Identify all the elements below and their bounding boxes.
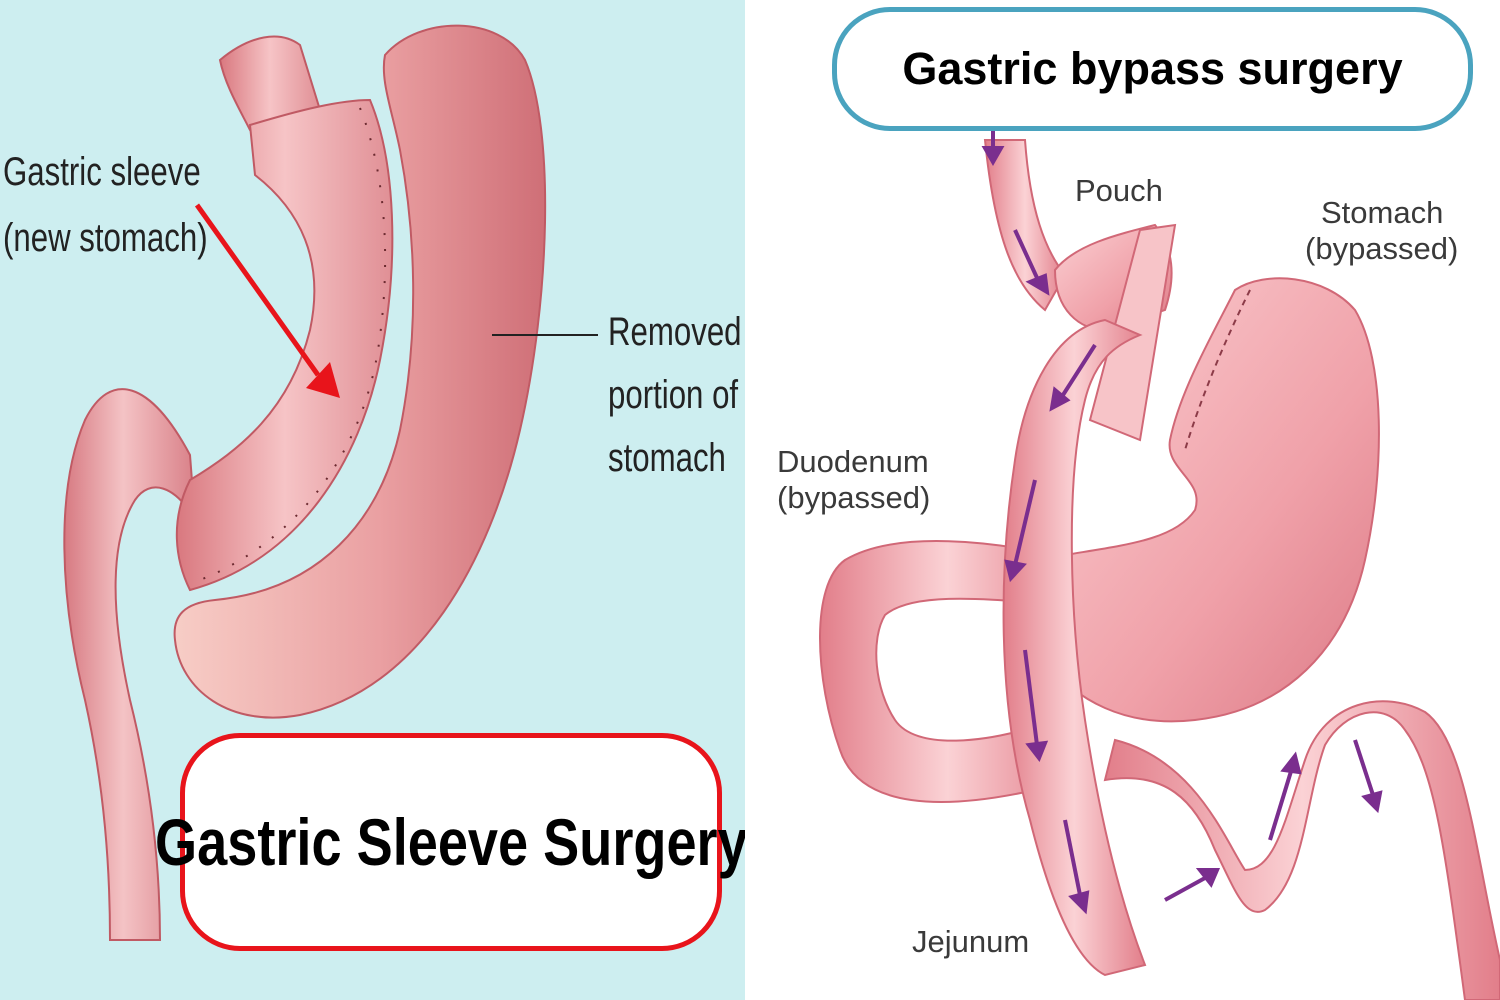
- label-stomach: stomach: [608, 436, 726, 480]
- label-jejunum: Jejunum: [912, 924, 1030, 959]
- label-new-stomach: (new stomach): [3, 216, 208, 260]
- sleeve-title-box: Gastric Sleeve Surgery: [155, 733, 745, 951]
- label-portion-of: portion of: [608, 373, 739, 417]
- bypass-title-box: Gastric bypass surgery: [832, 7, 1473, 131]
- bypass-title: Gastric bypass surgery: [902, 43, 1403, 94]
- sleeve-title: Gastric Sleeve Surgery: [154, 805, 745, 879]
- roux-limb-shape: [1002, 318, 1147, 977]
- bypassed-stomach-shape: [1043, 277, 1380, 723]
- gastric-bypass-panel: Gastric bypass surgery Pouch Stomach (by…: [745, 0, 1500, 1000]
- esophagus-shape: [983, 139, 1067, 312]
- gastric-sleeve-illustration: [63, 24, 598, 941]
- duodenum-shape: [63, 388, 196, 941]
- sleeve-stomach-shape: [175, 98, 394, 592]
- label-duodenum-bypassed: (bypassed): [777, 480, 931, 515]
- gastric-sleeve-panel: Gastric sleeve (new stomach) Removed por…: [0, 0, 745, 1000]
- sleeve-pointer-arrowhead: [306, 362, 340, 398]
- label-gastric-sleeve: Gastric sleeve: [3, 150, 201, 194]
- sleeve-pointer-arrow-shaft: [194, 203, 321, 377]
- label-stomach: Stomach: [1321, 195, 1444, 230]
- label-duodenum: Duodenum: [777, 444, 929, 479]
- label-removed: Removed: [608, 310, 742, 354]
- label-stomach-bypassed: (bypassed): [1305, 231, 1459, 266]
- label-pouch: Pouch: [1075, 173, 1163, 208]
- removed-portion-shape: [173, 24, 547, 719]
- food-flow-arrows: [981, 130, 1383, 915]
- gastric-bypass-illustration: [819, 130, 1500, 1000]
- jejunum-shape: [1103, 700, 1500, 1000]
